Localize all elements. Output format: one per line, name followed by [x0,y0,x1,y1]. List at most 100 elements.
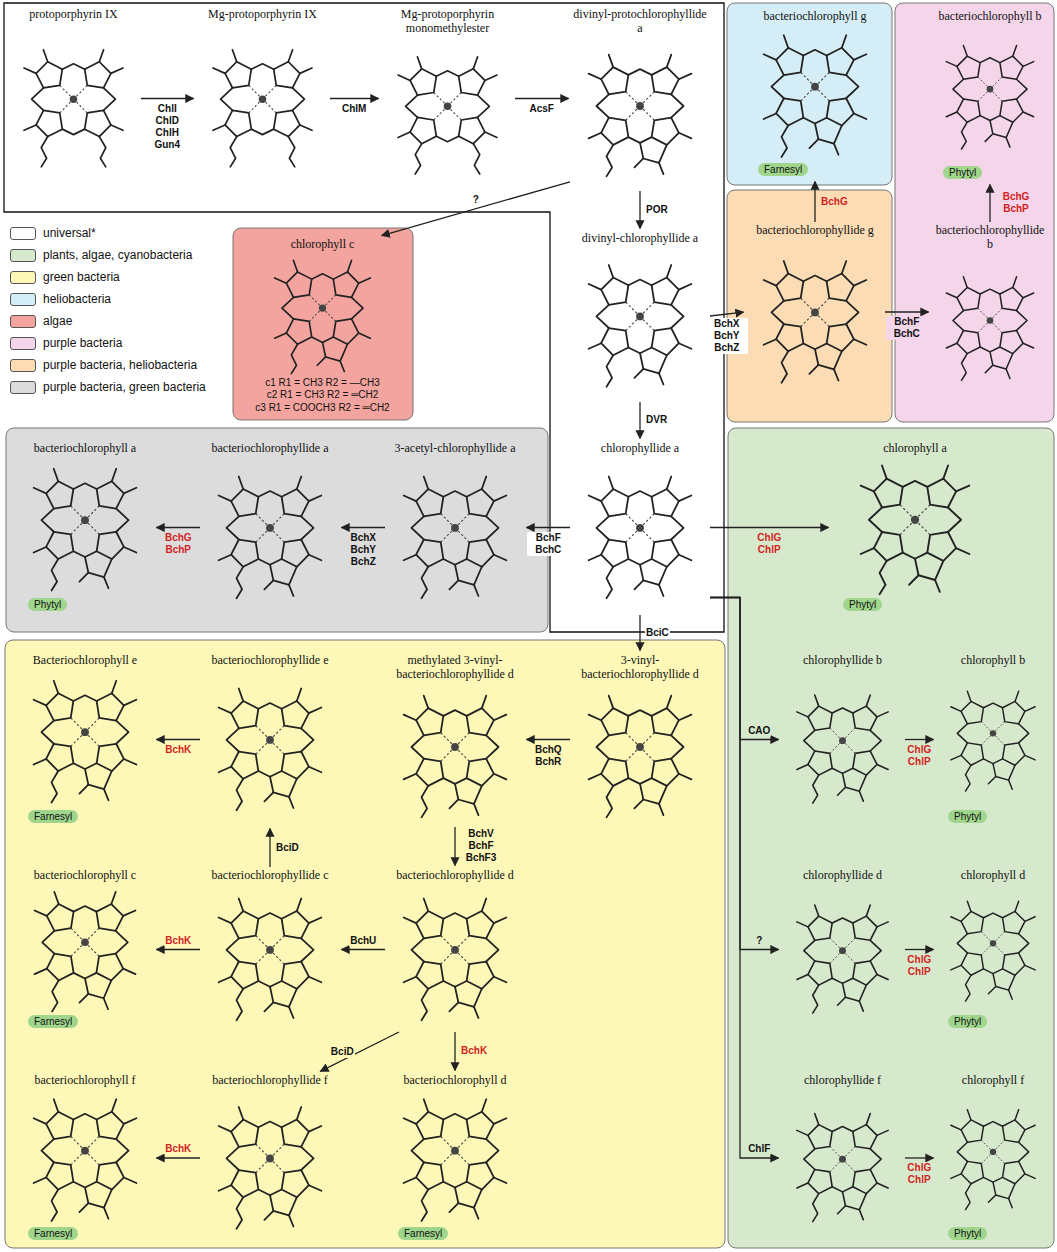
legend-row: universal* [10,222,206,244]
plants-panel [728,428,1054,1248]
molecule-name: chlorophyll c [243,238,402,252]
reaction-arrow [710,598,779,1159]
reaction-arrow [515,98,569,99]
molecule-name: bacteriochlorophyll f [18,1074,152,1088]
reaction-arrow [330,98,379,99]
reaction-arrow [989,185,990,223]
reaction-arrow [342,949,386,950]
legend-swatch [10,293,36,306]
structure-drawing [748,238,882,400]
structure-drawing [18,1088,152,1227]
structure-drawing [198,22,327,189]
molecule-node: bacteriochlorophyll f Farnesyl [15,1072,155,1244]
reaction-arrow [905,739,934,740]
molecule-node: chlorophyllide f [780,1072,905,1244]
enzyme-label: BchK [164,1143,192,1155]
molecule-name: methylated 3-vinyl-bacteriochlorophyllid… [388,654,522,682]
legend-row: green bacteria [10,266,206,288]
enzyme-label: ChlG ChlP [903,1162,935,1186]
molecule-name: bacteriochlorophyll g [748,10,882,24]
molecule-node: Mg-protoporphyrin monomethylester [380,6,515,191]
reaction-arrow [710,598,779,740]
structure-drawing [203,883,337,1030]
reaction-arrow [141,98,194,99]
molecule-node: bacteriochlorophyllide g [745,222,885,402]
structure-drawing [203,456,337,613]
molecule-name: 3-vinyl-bacteriochlorophyllide d [573,654,707,682]
structure-drawing [573,36,707,189]
reaction-arrow [157,949,201,950]
reaction-arrow [382,182,570,236]
enzyme-label: ChlF [747,1143,771,1155]
reaction-arrow [710,312,744,316]
structure-drawing [203,1088,337,1242]
reaction-arrow [639,191,640,229]
side-chain-label: Farnesyl [398,1227,448,1241]
molecule-name: divinyl-chlorophyllide a [573,232,707,246]
structure-drawing [938,1088,1048,1227]
molecule-name: bacteriochlorophyllide g [748,224,882,238]
molecule-name: Mg-protoporphyrin IX [198,8,327,22]
structure-drawing [933,252,1047,400]
reaction-arrow [905,1157,934,1158]
reaction-arrow [527,527,571,528]
molecule-node: 3-acetyl-chlorophyllide a [385,440,525,615]
side-chain-label: Farnesyl [758,163,808,177]
molecule-name: chlorophyllide f [783,1074,902,1088]
molecule-node: chlorophyll d Phytyl [935,867,1051,1032]
reaction-arrow [639,402,640,439]
legend-text: universal* [43,226,96,240]
legend-swatch [10,227,36,240]
legend-swatch [10,337,36,350]
structure-drawing [833,456,997,598]
molecule-node: chlorophyllide a [570,440,710,615]
reaction-arrow [905,949,934,950]
structure-drawing [9,22,138,189]
molecule-name: chlorophyll f [938,1074,1048,1088]
molecule-node: bacteriochlorophyllide a [200,440,340,615]
enzyme-label: ? [755,935,763,947]
enzyme-label: BchK [460,1045,488,1057]
enzyme-label: AcsF [529,103,555,115]
legend-row: heliobacteria [10,288,206,310]
molecule-node: Mg-protoporphyrin IX [195,6,330,191]
molecule-node: chlorophyll aPhytyl [830,440,1000,615]
molecule-node: bacteriochlorophyllide c [200,867,340,1032]
enzyme-label: BchV BchF BchF3 [460,828,502,864]
molecule-node: bacteriochlorophyllide d [385,867,525,1032]
enzyme-label: CAO [747,725,771,737]
reaction-arrow [454,827,455,866]
legend-text: purple bacteria, green bacteria [43,380,206,394]
reaction-arrow [710,598,779,950]
enzyme-label: POR [645,204,669,216]
structure-drawing [573,456,707,613]
enzyme-label: BchF BchC [527,532,569,556]
side-chain-label: Phytyl [948,1227,987,1241]
structure-drawing [933,24,1047,166]
legend: universal*plants, algae, cyanobacteriagr… [10,222,206,398]
purple-helio-panel [727,190,892,422]
enzyme-label: ChlG ChlP [903,954,935,978]
structure-drawing [18,668,152,810]
molecule-name: Mg-protoporphyrin monomethylester [383,8,512,36]
enzyme-label: BchG BchP [995,191,1037,215]
purple-bacteria-panel [895,3,1054,422]
legend-row: algae [10,310,206,332]
molecule-node: chlorophyll cc1 R1 = CH3 R2 = —CH3c2 R1 … [240,236,405,416]
side-chain-label: Farnesyl [28,1227,78,1241]
molecule-node: bacteriochlorophyll g Farnesyl [745,8,885,180]
molecule-name: protoporphyrin IX [9,8,138,22]
side-chain-label: Phytyl [948,1015,987,1029]
structure-drawing [783,1088,902,1242]
molecule-name: bacteriochlorophyllide d [388,869,522,883]
structure-drawing [748,24,882,163]
structure-drawing [388,682,522,825]
enzyme-label: BchG [820,196,849,208]
structure-drawing [938,883,1048,1015]
purple-green-panel [6,428,548,632]
enzyme-label: BchK [164,744,192,756]
molecule-name: chlorophyll d [938,869,1048,883]
molecule-node: bacteriochlorophyll aPhytyl [15,440,155,615]
